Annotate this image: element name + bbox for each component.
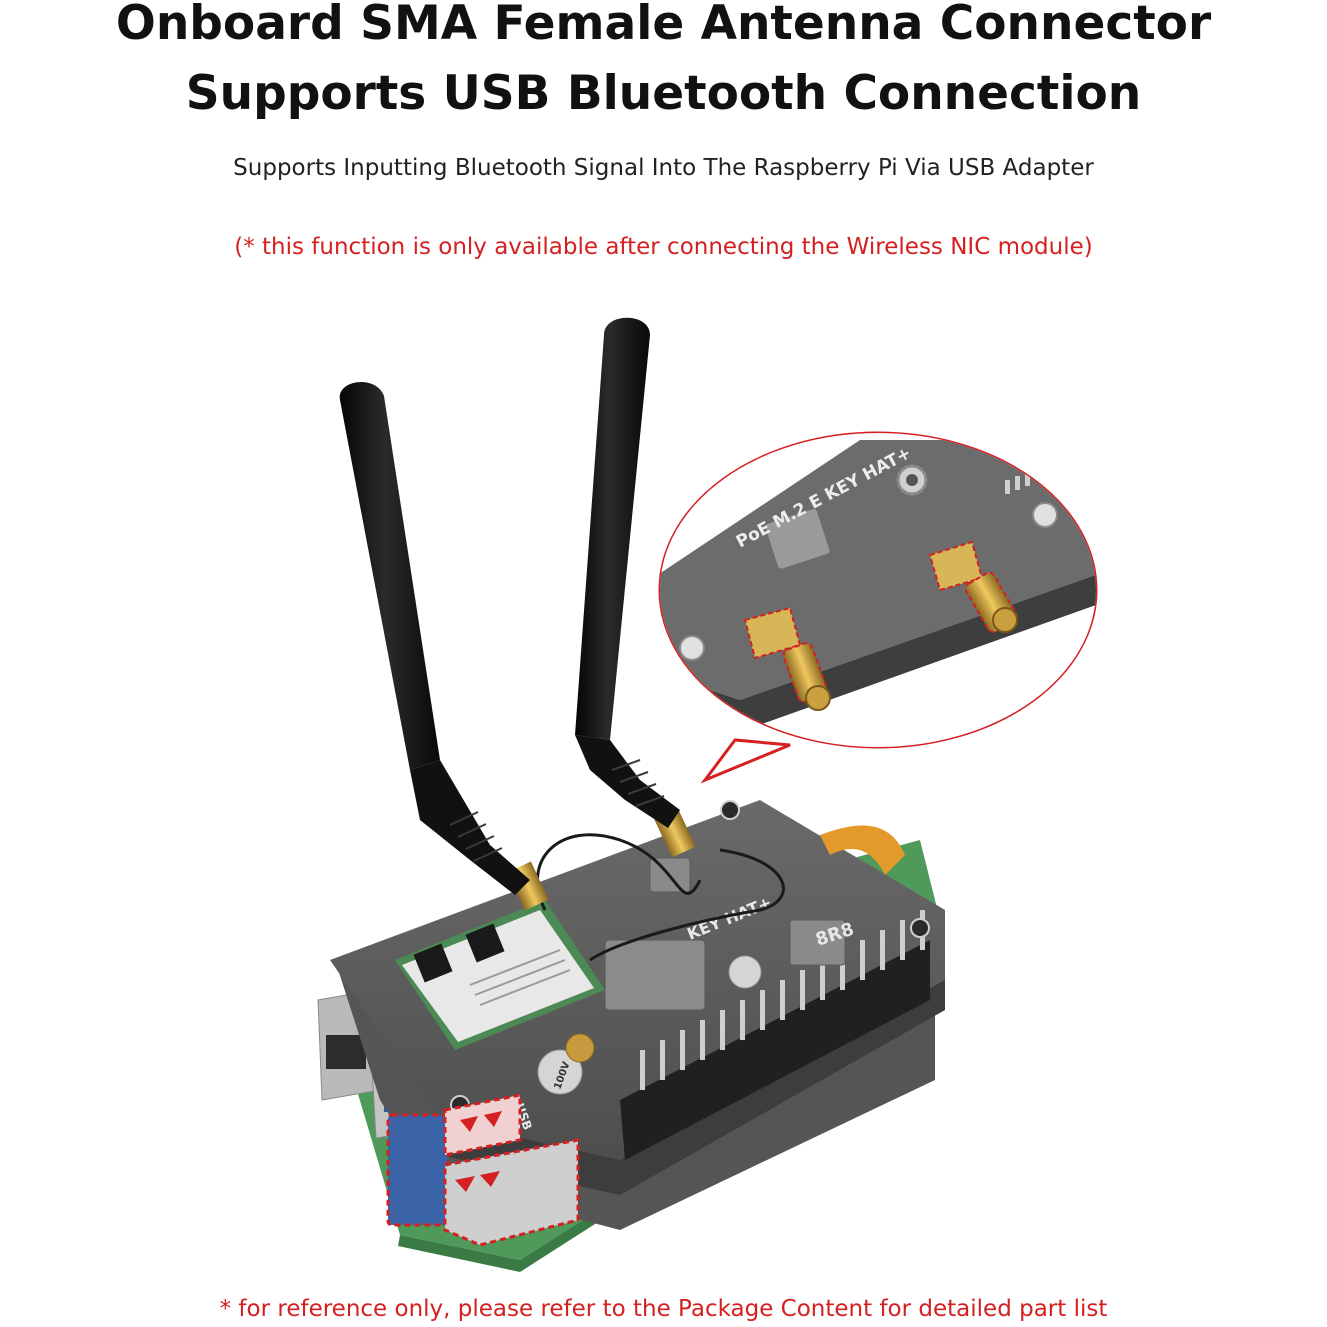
wireless-nic-module: [395, 900, 605, 1050]
product-photo: KEY HAT+ 8R8 100V USB: [317, 317, 1098, 1272]
antenna-left: [339, 382, 530, 895]
headline-line-1: Onboard SMA Female Antenna Connector: [115, 0, 1212, 51]
usb-adapter-callout: [386, 1093, 580, 1247]
availability-note: (* this function is only available after…: [234, 234, 1093, 260]
ipex-cables: [535, 833, 785, 962]
footer-disclaimer: * for reference only, please refer to th…: [219, 1296, 1108, 1322]
zoom-sma-left: [743, 606, 831, 711]
subtitle: Supports Inputting Bluetooth Signal Into…: [233, 155, 1094, 181]
headline-line-2: Supports USB Bluetooth Connection: [185, 66, 1142, 121]
zoom-callout-bubble: PoE M.2 E KEY HAT+: [658, 431, 1098, 784]
zoom-sma-right: [928, 540, 1018, 634]
antenna-right: [575, 317, 680, 828]
